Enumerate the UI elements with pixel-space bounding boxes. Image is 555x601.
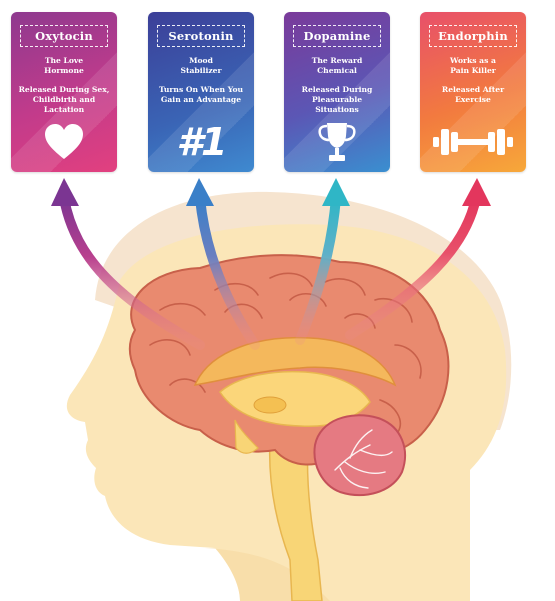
- arrow-oxytocin: [59, 193, 205, 350]
- card-release: Released After Exercise: [441, 85, 505, 104]
- pituitary: [234, 419, 259, 454]
- arrow-head-serotonin: [186, 178, 214, 206]
- thalamus: [219, 370, 371, 428]
- card-title: Dopamine: [293, 25, 381, 47]
- spinal-cord: [268, 439, 323, 601]
- arrow-dopamine: [295, 193, 341, 345]
- number-one-text: #1: [176, 120, 228, 164]
- card-serotonin: Serotonin Mood Stabilizer Turns On When …: [148, 12, 254, 172]
- card-release: Released During Sex, Childbirth and Lact…: [18, 85, 110, 114]
- card-title: Endorphin: [429, 25, 517, 47]
- trophy-icon: [284, 120, 390, 164]
- card-role: The Love Hormone: [44, 56, 84, 75]
- card-release: Turns On When You Gain an Advantage: [158, 85, 244, 104]
- card-release: Released During Pleasurable Situations: [301, 85, 373, 114]
- cerebellum: [313, 414, 406, 497]
- arrow-serotonin: [195, 193, 260, 350]
- card-role: Works as a Pain Killer: [450, 56, 496, 75]
- arrow-endorphin: [345, 193, 481, 340]
- arrow-heads: [51, 178, 491, 206]
- card-title: Serotonin: [157, 25, 245, 47]
- arrows: [59, 193, 481, 350]
- arrow-head-endorphin: [462, 178, 491, 206]
- heart-icon: [11, 120, 117, 164]
- card-role: Mood Stabilizer: [180, 56, 222, 75]
- card-oxytocin: Oxytocin The Love Hormone Released Durin…: [11, 12, 117, 172]
- arrow-head-dopamine: [322, 178, 350, 206]
- card-role: The Reward Chemical: [311, 56, 363, 75]
- card-endorphin: Endorphin Works as a Pain Killer Release…: [420, 12, 526, 172]
- arrow-head-oxytocin: [51, 178, 79, 206]
- dumbbell-icon: [420, 120, 526, 164]
- number-one-icon: #1: [148, 120, 254, 164]
- pineal-area: [253, 396, 287, 414]
- cerebellum-tree: [334, 429, 393, 489]
- card-title: Oxytocin: [20, 25, 108, 47]
- card-dopamine: Dopamine The Reward Chemical Released Du…: [284, 12, 390, 172]
